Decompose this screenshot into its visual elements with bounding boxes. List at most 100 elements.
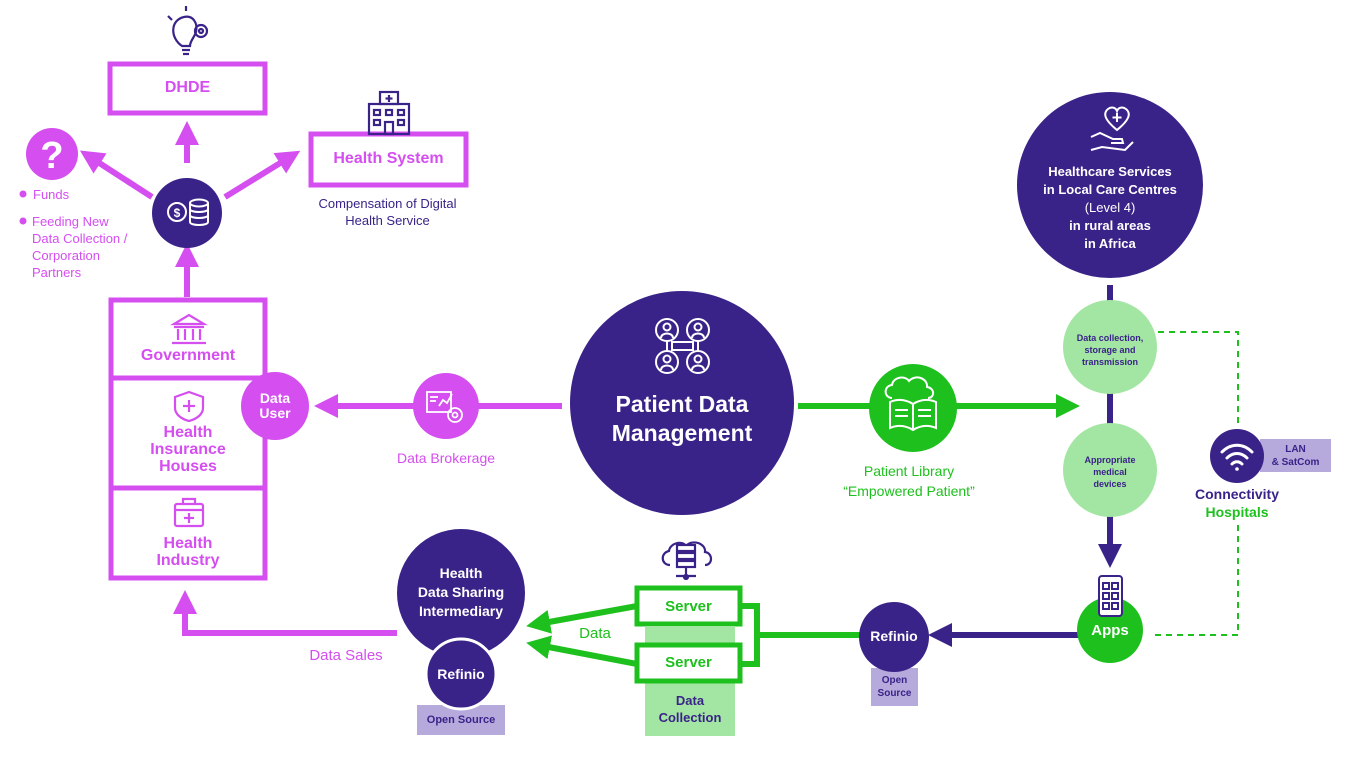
collection-line1: Data collection, <box>1076 333 1144 343</box>
data-collection-label: Data Collection <box>645 692 735 726</box>
arrow-data-sales <box>173 590 397 636</box>
open-source-right-bg <box>871 668 918 706</box>
data-user-line1: Data <box>259 390 291 406</box>
insurance-label: Health Insurance Houses <box>111 424 265 475</box>
care-line2: in Local Care Centres <box>1043 182 1177 197</box>
lan-line1: LAN <box>1285 444 1306 455</box>
care-line4: in rural areas <box>1069 218 1151 233</box>
data-chart-icon <box>426 391 463 423</box>
government-box <box>108 297 268 381</box>
data-collection-line1: Data <box>675 693 705 708</box>
hdsi-line2: Data Sharing <box>417 584 505 600</box>
server-bottom-box <box>634 642 743 684</box>
server-bottom-label: Server <box>665 654 712 671</box>
feeding-line4: Partners <box>32 265 82 280</box>
open-line: Open <box>881 675 908 686</box>
server-top-box <box>634 585 743 627</box>
patient-data-line2: Management <box>611 420 753 446</box>
connectivity-line: Connectivity <box>1194 486 1279 502</box>
care-line5: in Africa <box>1084 236 1136 251</box>
svg-text:$: $ <box>174 206 181 220</box>
arrow-to-health-system <box>223 150 301 200</box>
dashed-connectivity-top <box>1158 331 1239 428</box>
insurance-line2: Insurance <box>150 441 226 458</box>
refinio-right-circle <box>859 602 929 672</box>
wifi-icon <box>1220 443 1254 471</box>
heart-hand-icon <box>1090 106 1134 152</box>
data-collection-line2: Collection <box>658 710 722 725</box>
care-line3: (Level 4) <box>1084 200 1136 215</box>
funds-text: Funds <box>33 187 70 202</box>
bullet-funds <box>19 190 27 198</box>
coins-icon: $ <box>167 198 209 226</box>
devices-line3: devices <box>1093 479 1127 489</box>
coins-circle <box>152 178 222 248</box>
compensation-text: Compensation of Digital Health Service <box>295 195 480 229</box>
source-line: Source <box>877 688 912 699</box>
care-line1: Healthcare Services <box>1048 164 1172 179</box>
bullet-feeding <box>19 217 27 225</box>
refinio-left-label: Refinio <box>437 666 485 682</box>
patient-data-title: Patient Data Management <box>570 390 794 448</box>
arrow-to-question <box>79 150 154 200</box>
refinio-right-label: Refinio <box>870 628 918 644</box>
collection-line3: transmission <box>1081 357 1139 367</box>
lan-satcom-label: LAN & SatCom <box>1260 443 1331 469</box>
insurance-line3: Houses <box>159 458 217 475</box>
shield-cross-icon <box>173 390 205 423</box>
open-source-right-label: Open Source <box>871 674 918 700</box>
insurance-line1: Health <box>163 424 213 441</box>
patient-data-circle <box>570 291 794 515</box>
data-user-circle <box>241 372 309 440</box>
connector-servers <box>740 603 760 667</box>
feeding-line3: Corporation <box>32 248 100 263</box>
cloud-book-icon <box>884 376 937 432</box>
lan-line2: & SatCom <box>1271 457 1320 468</box>
bank-building-icon <box>170 313 208 345</box>
arrow-server-data-bottom <box>526 635 638 667</box>
wifi-circle <box>1210 429 1264 483</box>
devices-circle <box>1063 423 1157 517</box>
dashed-connectivity-bottom <box>1150 525 1239 636</box>
lan-satcom-bg <box>1260 439 1331 472</box>
data-user-line2: User <box>259 405 291 421</box>
hdsi-label: Health Data Sharing Intermediary <box>400 564 522 621</box>
hospital-building-icon <box>367 90 411 136</box>
open-source-left-label: Open Source <box>426 714 496 726</box>
hdsi-line1: Health <box>439 565 483 581</box>
government-label: Government <box>140 347 236 364</box>
patient-data-line1: Patient Data <box>615 391 749 417</box>
collection-label: Data collection, storage and transmissio… <box>1066 332 1154 368</box>
feeding-text: Feeding New Data Collection / Corporatio… <box>32 213 127 281</box>
compensation-line1: Compensation of Digital <box>318 196 457 211</box>
hdsi-line3: Intermediary <box>418 603 504 619</box>
cloud-server-icon <box>661 541 713 581</box>
compensation-line2: Health Service <box>345 213 430 228</box>
feeding-line1: Feeding New <box>32 214 109 229</box>
devices-line1: Appropriate <box>1084 455 1136 465</box>
industry-label: Health Industry <box>111 535 265 569</box>
patient-library-label: Patient Library “Empowered Patient” <box>818 461 1000 501</box>
dhde-label: DHDE <box>164 79 211 96</box>
hospitals-line: Hospitals <box>1205 504 1269 520</box>
care-centres-label: Healthcare Services in Local Care Centre… <box>1028 163 1192 253</box>
network-people-icon <box>655 318 710 374</box>
data-label: Data <box>579 625 611 642</box>
apps-circle <box>1077 597 1143 663</box>
devices-label: Appropriate medical devices <box>1066 454 1154 490</box>
data-sales-label: Data Sales <box>309 647 383 664</box>
question-mark-icon: ? <box>40 135 63 177</box>
care-centres-circle <box>1017 92 1203 278</box>
apps-label: Apps <box>1091 622 1129 639</box>
collection-circle <box>1063 300 1157 394</box>
collection-line2: storage and <box>1084 345 1136 355</box>
connectivity-label: Connectivity Hospitals <box>1176 485 1298 521</box>
dhde-box <box>107 61 268 116</box>
medical-kit-icon <box>173 497 205 528</box>
hdsi-circle <box>397 529 525 657</box>
arrow-server-data-top <box>526 603 638 634</box>
lightbulb-gear-icon <box>167 6 209 56</box>
industry-box <box>108 485 268 581</box>
health-system-label: Health System <box>333 150 444 167</box>
